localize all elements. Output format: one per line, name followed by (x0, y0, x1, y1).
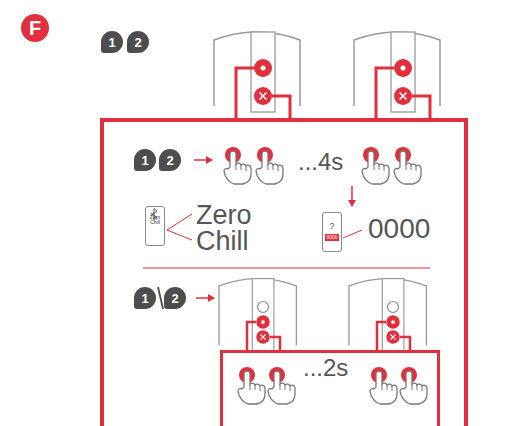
screen-symbol: ? (329, 222, 334, 231)
step-number: 1 (108, 35, 115, 50)
step-number: 1 (141, 291, 148, 306)
step-bubble: 1 (134, 287, 156, 309)
step-bubble: 2 (159, 149, 181, 171)
press-panel: ...2s (220, 350, 440, 426)
pin-code: 0000 (325, 234, 338, 241)
step-number: 2 (166, 153, 173, 168)
step-bubble: 2 (127, 31, 149, 53)
phone-icon: ? 0000 (322, 212, 342, 252)
pin-code: 0000 (368, 216, 430, 243)
step-bubble: 1 (134, 149, 156, 171)
procedure-panel: ...4s12Zero Chill?000012...2s (100, 118, 468, 426)
step-letter: F (21, 14, 49, 42)
hold-time: ...2s (303, 357, 348, 380)
step-number: 1 (141, 153, 148, 168)
hold-time: ...4s (298, 151, 343, 174)
device-name: Zero Chill (196, 203, 296, 254)
phone-icon: Zero Chill (145, 206, 165, 246)
screen-text: Zero Chill (148, 215, 162, 225)
step-number: F (29, 17, 41, 40)
step-bubble: 2 (164, 287, 186, 309)
step-number: 2 (134, 35, 141, 50)
step-bubble: 1 (101, 31, 123, 53)
step-number: 2 (171, 291, 178, 306)
